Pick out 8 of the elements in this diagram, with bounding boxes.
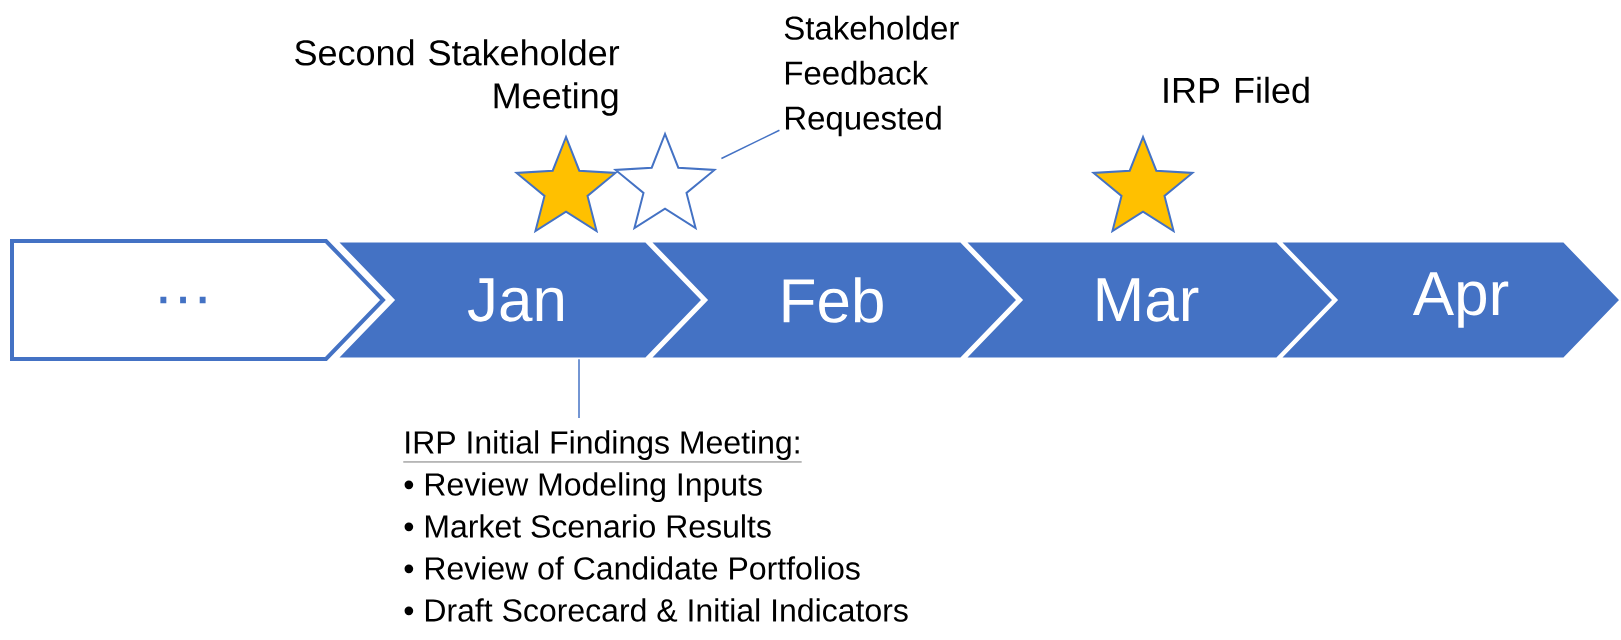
milestone-label: Stakeholder Feedback Requested [784, 15, 959, 137]
month-segment: … [10, 239, 386, 361]
node-label: Apr [1412, 272, 1509, 328]
leader-line [720, 129, 781, 160]
milestone-label: Second Stakeholder Meeting [295, 39, 620, 116]
milestone-label: IRP Filed [1164, 76, 1309, 104]
leader-line [578, 358, 580, 419]
meeting-note: IRP Initial Findings Meeting: • Review Modeling Inputs • Market Scenario Results • Review of Candidate Portfolios • Draft Scorecard & Initial Indicators [403, 430, 908, 622]
